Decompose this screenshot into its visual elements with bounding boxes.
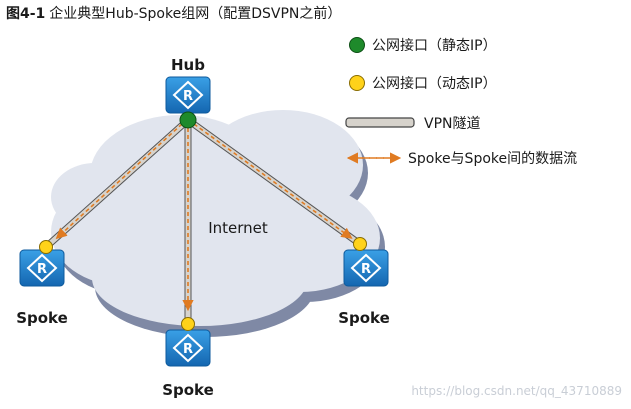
figure-number: 图4-1 [6, 6, 46, 22]
legend-dynamic-dot [349, 75, 365, 91]
spoke-right-router-icon [343, 249, 389, 287]
spoke-bottom-router-icon [165, 329, 211, 367]
cloud-label: Internet [208, 219, 268, 237]
spoke-bottom-dynamic-ip-dot [181, 317, 195, 331]
hub-router-icon [165, 76, 211, 114]
data-flow-arrows [55, 123, 353, 312]
legend-static-dot [349, 37, 365, 53]
watermark: https://blog.csdn.net/qq_43710889 [411, 384, 622, 398]
internet-cloud [51, 110, 380, 326]
legend-dynamic-ip: 公网接口（动态IP） [372, 75, 497, 92]
spoke-left-label: Spoke [16, 309, 68, 327]
hub-label: Hub [171, 56, 205, 74]
spoke-left-router-icon [19, 249, 65, 287]
legend-data-flow: Spoke与Spoke间的数据流 [408, 151, 577, 167]
spoke-bottom-label: Spoke [162, 381, 214, 399]
figure-title-text: 企业典型Hub-Spoke组网（配置DSVPN之前） [49, 6, 342, 22]
legend-vpn-tunnel: VPN隧道 [424, 116, 481, 132]
hub-static-ip-dot [179, 111, 197, 129]
spoke-left-dynamic-ip-dot [39, 240, 53, 254]
legend-tunnel-swatch [345, 117, 415, 128]
legend: 公网接口（静态IP） 公网接口（动态IP） VPN隧道 Spoke与Spoke间… [345, 37, 577, 167]
legend-static-ip: 公网接口（静态IP） [372, 37, 497, 54]
spoke-right-label: Spoke [338, 309, 390, 327]
spoke-right-dynamic-ip-dot [353, 237, 367, 251]
